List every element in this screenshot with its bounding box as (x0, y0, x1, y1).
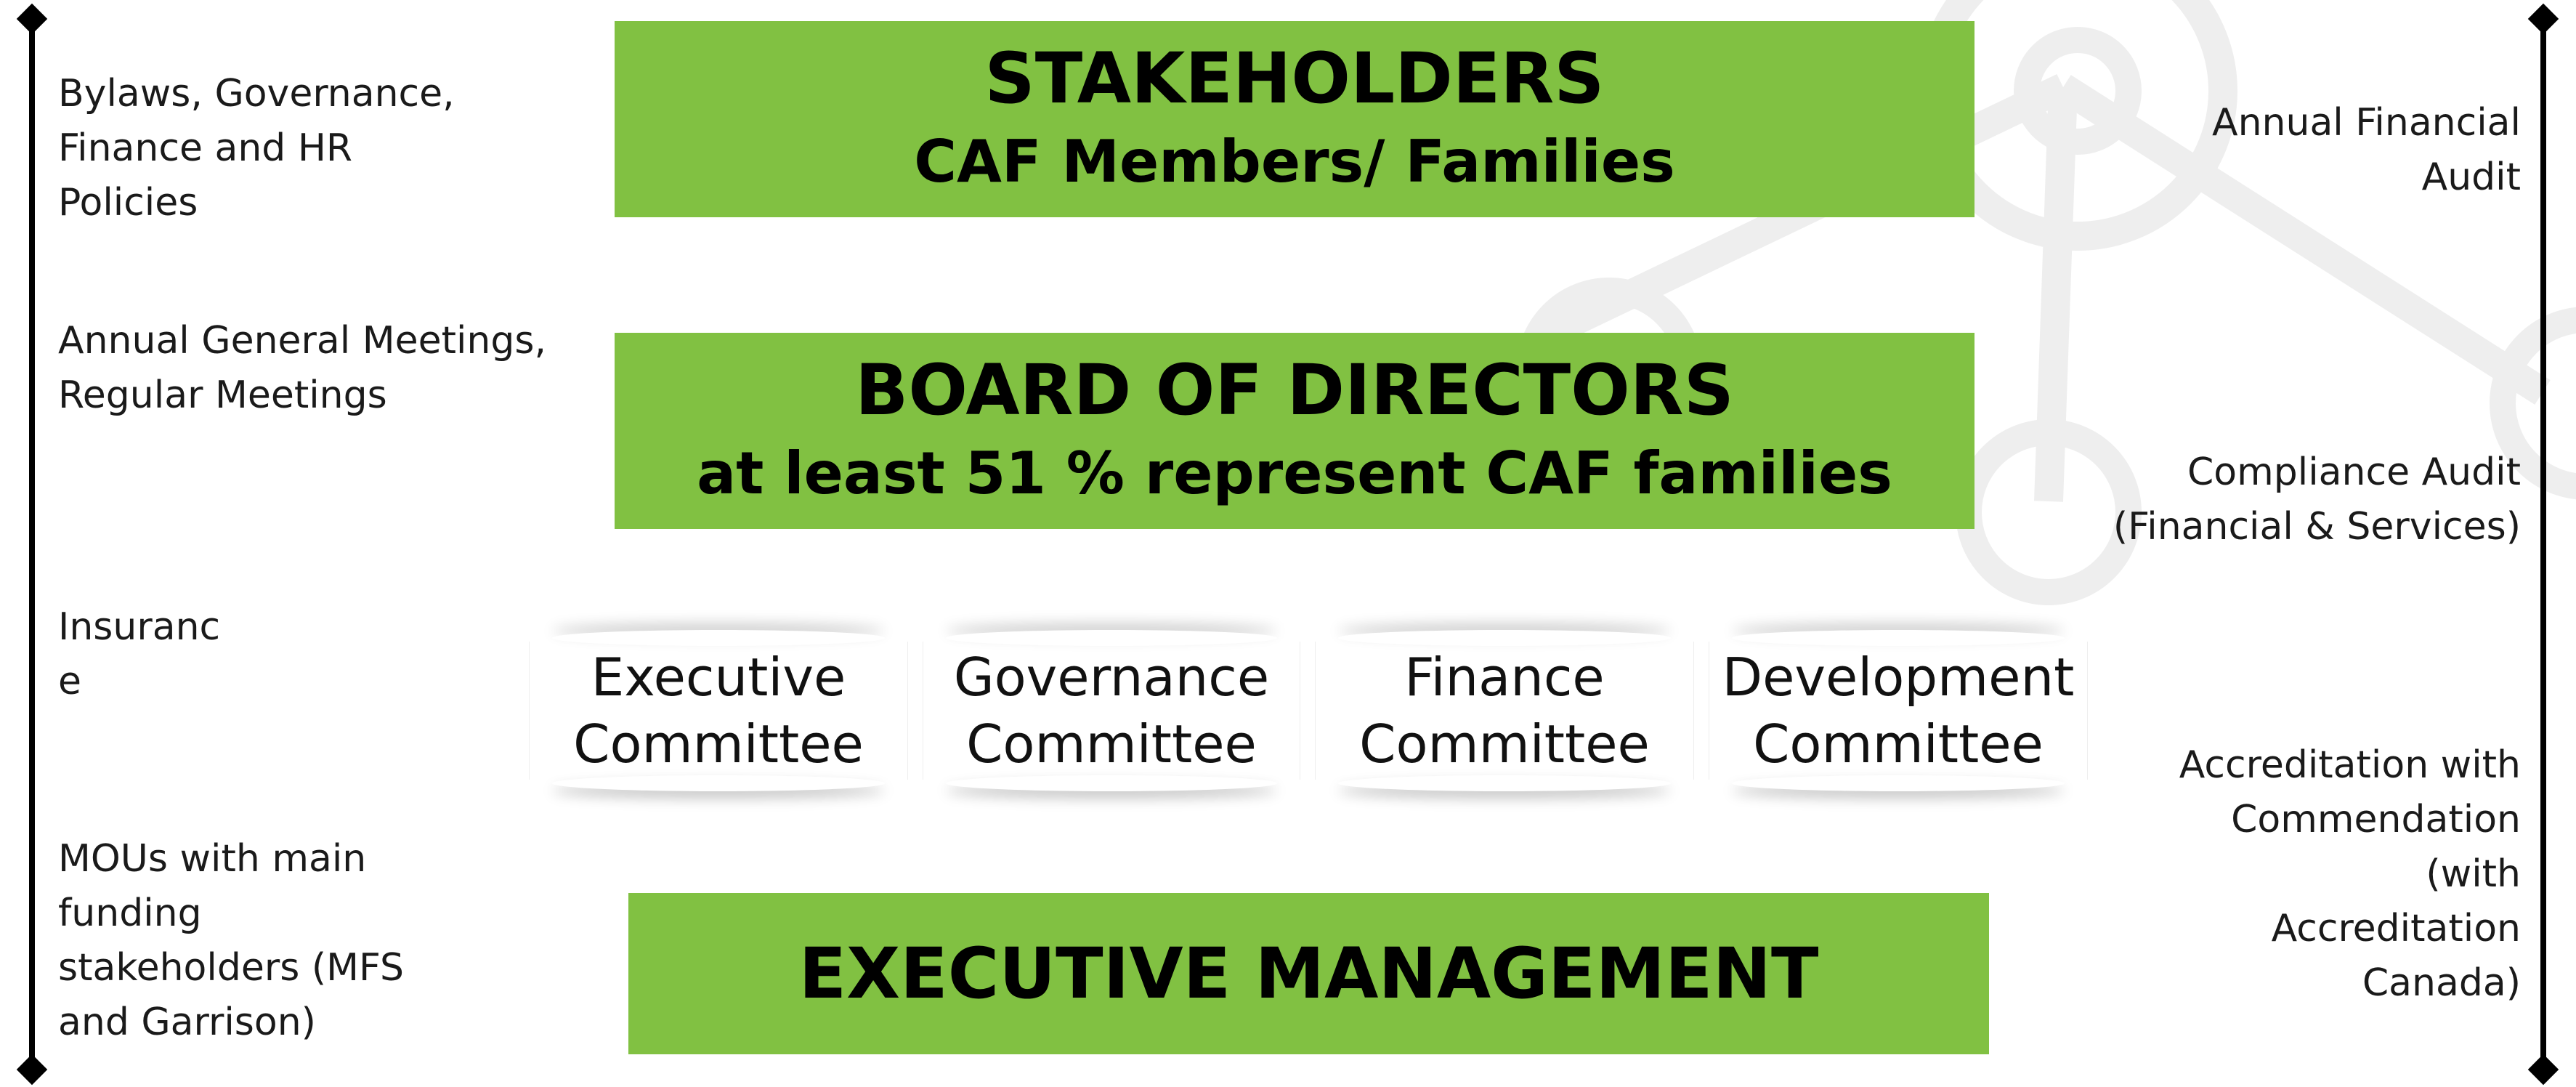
board-of-directors-box: BOARD OF DIRECTORS at least 51 % represe… (615, 333, 1974, 529)
stakeholders-title: STAKEHOLDERS (984, 38, 1605, 119)
governance-committee-box: Governance Committee (923, 642, 1300, 780)
left-note-mous: MOUs with main funding stakeholders (MFS… (58, 837, 404, 1044)
right-note-accreditation: Accreditation with Commendation (with Ac… (2179, 743, 2521, 1005)
executive-committee-box: Executive Committee (529, 642, 908, 780)
left-note-insurance: Insuranc e (58, 605, 221, 703)
right-note-financial-audit: Annual Financial Audit (2212, 101, 2521, 199)
left-note-meetings: Annual General Meetings, Regular Meeting… (58, 319, 547, 417)
stakeholders-box: STAKEHOLDERS CAF Members/ Families (615, 21, 1974, 217)
finance-committee-box: Finance Committee (1315, 642, 1694, 780)
left-timeline-line (29, 19, 35, 1071)
right-note-compliance-audit: Compliance Audit (Financial & Services) (2113, 450, 2521, 549)
development-committee-box: Development Committee (1709, 642, 2088, 780)
board-title: BOARD OF DIRECTORS (855, 349, 1734, 431)
left-note-policies: Bylaws, Governance, Finance and HR Polic… (58, 72, 455, 225)
stakeholders-subtitle: CAF Members/ Families (914, 128, 1675, 195)
executive-management-box: EXECUTIVE MANAGEMENT (628, 893, 1989, 1054)
board-subtitle: at least 51 % represent CAF families (697, 440, 1892, 507)
executive-management-title: EXECUTIVE MANAGEMENT (798, 933, 1819, 1014)
right-timeline-line (2540, 19, 2546, 1071)
